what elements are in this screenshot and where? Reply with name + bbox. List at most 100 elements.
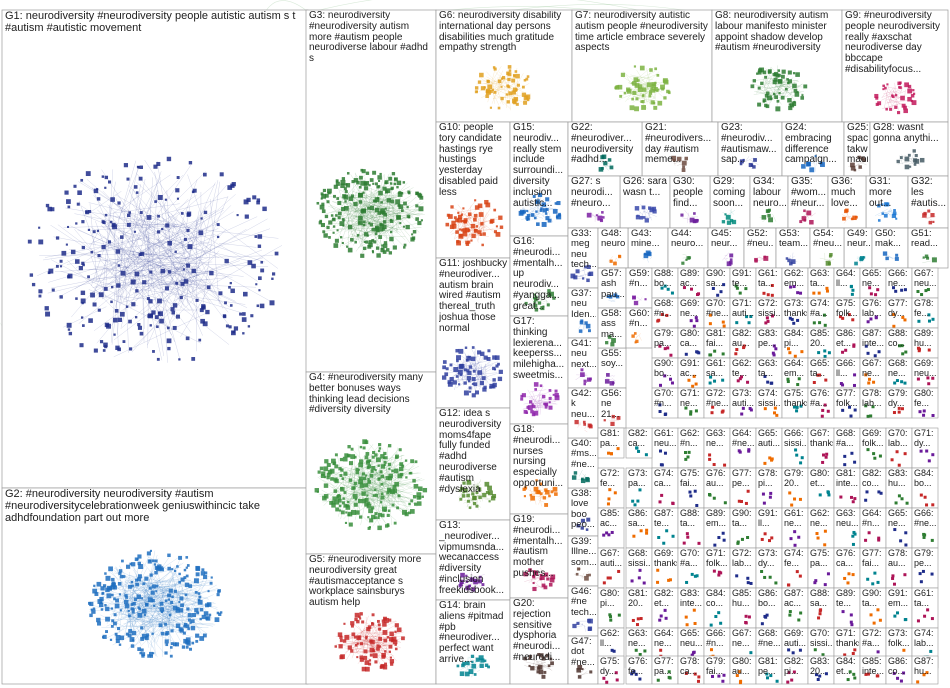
vertex [167,240,172,246]
vertex [773,411,777,415]
intra-edge [351,226,358,235]
vertex [545,403,548,406]
vertex [762,291,766,295]
vertex [853,648,857,652]
vertex [620,72,626,77]
vertex [97,254,101,258]
vertex [746,536,750,540]
intra-edge [150,589,172,594]
intra-edge [581,572,585,578]
group-box [717,121,783,177]
vertex [721,531,725,535]
vertex [477,579,482,584]
vertex [790,503,794,507]
vertex [209,270,214,276]
vertex [927,459,931,463]
vertex [803,84,808,89]
vertex [483,355,488,360]
vertex [692,324,696,328]
intra-edge [379,205,421,217]
vertex [402,181,406,184]
intra-edge [133,189,186,288]
vertex [615,678,619,682]
vertex [792,670,796,674]
vertex [760,537,764,541]
vertex [916,290,920,294]
vertex [364,180,370,186]
vertex [632,534,636,538]
vertex [128,629,133,633]
vertex [922,673,926,677]
intra-edge [857,160,867,166]
vertex [130,644,135,648]
vertex [460,488,464,491]
vertex [637,79,640,82]
small-group-box [703,267,731,299]
vertex [362,246,367,251]
vertex [222,314,227,318]
vertex [877,101,882,106]
vertex [873,571,877,575]
vertex [544,503,549,507]
vertex [135,582,139,587]
vertex [157,194,163,200]
vertex [850,451,854,455]
vertex [104,603,107,607]
vertex [528,568,532,573]
intra-edge [148,563,181,623]
vertex [642,581,646,585]
vertex [389,631,394,637]
intra-edge [355,212,384,252]
vertex [154,200,157,203]
vertex [633,77,639,83]
vertex [747,615,751,619]
vertex [547,289,551,293]
vertex [166,156,172,162]
small-group-box [833,507,861,549]
vertex [849,495,853,499]
vertex [149,651,153,656]
intra-edge [94,171,206,283]
vertex [606,576,610,580]
vertex [754,259,758,263]
intra-edge [900,90,902,93]
group-box [305,553,437,685]
vertex [761,492,765,496]
intra-edge [470,372,498,376]
intra-edge [158,584,217,618]
intra-edge [172,249,263,285]
vertex [186,263,191,268]
vertex [384,456,388,460]
vertex [229,304,233,307]
group-g34 [749,175,789,229]
intra-edge [351,184,380,230]
vertex [654,67,658,71]
vertex [554,492,558,496]
vertex [147,654,151,658]
vertex [132,601,136,606]
vertex [799,220,803,224]
intra-edge [338,211,374,221]
small-group-box [729,587,757,629]
small-group-box [755,387,783,419]
small-group-box [807,297,835,329]
intra-edge [143,298,145,329]
vertex [508,69,512,72]
vertex [641,205,646,210]
intra-edge [167,602,169,628]
intra-edge [589,211,598,220]
vertex [382,250,387,254]
intra-edge [344,179,394,209]
vertex [515,102,519,106]
vertex [511,78,516,83]
vertex [456,664,460,668]
vertex [93,348,98,353]
vertex [350,194,355,198]
group-g16 [509,235,569,317]
vertex [172,325,177,330]
vertex [685,258,688,261]
intra-edge [637,296,642,301]
vertex [716,293,720,297]
intra-edge [476,82,511,85]
intra-edge [337,455,346,489]
